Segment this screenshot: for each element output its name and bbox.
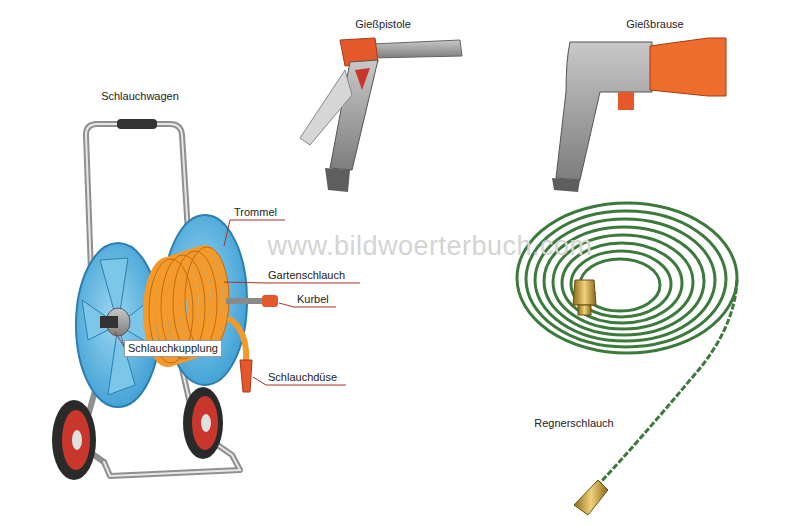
crank [262,295,278,307]
part-label: Gießbrause [626,18,683,31]
hose-nozzle [240,360,252,392]
garden-hose-coil [182,248,226,352]
wheel [183,387,223,459]
wheel [72,430,82,450]
brass-fitting [573,280,596,305]
spray-gun [372,40,462,58]
wheel [52,400,96,480]
spray-nozzle [618,92,634,110]
part-label: Schlauchkupplung [124,340,222,357]
handle-grip [117,119,157,129]
soaker-hose [598,280,737,485]
hose-nozzle [228,318,246,362]
part-label: Kurbel [297,293,329,306]
hose-coupling [100,316,118,328]
watermark: www.bildwoerterbuch.com [267,231,592,261]
hose-coupling [100,308,130,336]
spray-gun [325,168,350,192]
soaker-hose [517,203,737,353]
spray-gun [330,60,378,170]
wheel [62,410,90,470]
wheel [52,400,96,480]
spray-nozzle [650,38,726,96]
garden-hose-coil-line [185,247,229,351]
part-label: Trommel [234,206,277,219]
brass-fitting [574,480,608,515]
spray-nozzle [552,38,726,192]
spray-nozzle [556,42,652,180]
leader-line [224,282,360,283]
wheel [192,396,218,450]
brass-fitting [573,280,596,315]
spray-gun [355,68,370,90]
hose-nozzle [228,318,252,392]
part-label: Gartenschlauch [268,269,345,282]
part-label: Schlauchdüse [268,371,337,384]
spray-gun [300,38,462,192]
brass-fitting [574,480,608,515]
wheel [183,387,223,459]
drum-disc [82,258,152,395]
part-label: Gießpistole [355,18,411,31]
part-label: Regnerschlauch [534,417,614,430]
part-label: Schlauchwagen [101,90,179,103]
spray-nozzle [552,178,580,192]
brass-fitting [578,305,591,315]
crank [226,298,266,304]
wheel [201,414,211,432]
spray-gun [300,70,352,145]
crank [226,295,278,307]
